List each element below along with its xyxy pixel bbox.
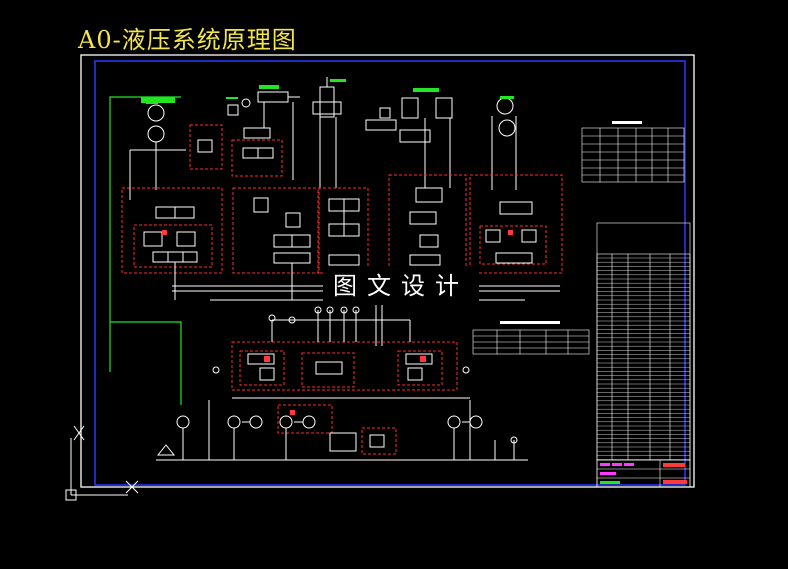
ucs-axis-icon: [65, 425, 139, 501]
unit-right: [469, 97, 563, 274]
bom-rows: [597, 257, 690, 460]
drawing-title: A0-液压系统原理图: [78, 26, 297, 54]
inner-frame: [94, 60, 686, 486]
spec-table-middle: [472, 321, 590, 355]
title-block: [596, 459, 691, 488]
red-accents: [162, 230, 513, 415]
unit-left: [121, 97, 223, 300]
outer-frame: [80, 54, 695, 488]
bill-of-materials: [596, 222, 691, 488]
unit-center: [312, 77, 369, 274]
green-feed-line: [109, 96, 181, 372]
parts-table-top: [581, 121, 685, 183]
unit-center-right: [365, 88, 467, 272]
green-blocks: [146, 79, 514, 104]
lower-manifold: [212, 306, 470, 399]
pump-motor-row: [156, 400, 528, 461]
unit-mid-left: [227, 85, 320, 300]
green-feed-line-2: [110, 321, 182, 405]
watermark-text: 图文设计: [323, 267, 479, 305]
